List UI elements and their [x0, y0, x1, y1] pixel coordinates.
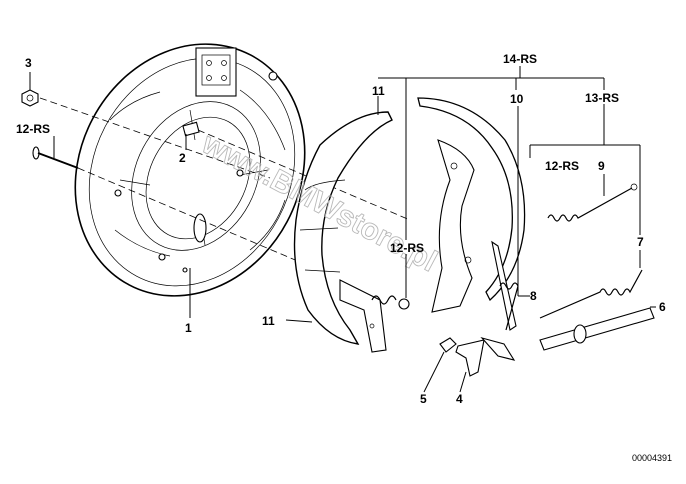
label-12-rs-middle: 12-RS [390, 241, 424, 255]
label-5: 5 [420, 392, 427, 406]
adjuster [539, 307, 655, 351]
reference-number: 00004391 [632, 453, 672, 463]
parking-lever [491, 240, 517, 331]
leader-lines [29, 66, 656, 393]
label-11-upper: 11 [372, 84, 385, 98]
label-9: 9 [598, 159, 605, 173]
retainer-clip [455, 336, 516, 377]
label-2: 2 [179, 151, 186, 165]
label-6: 6 [659, 300, 666, 314]
label-1: 1 [185, 321, 192, 335]
label-12-rs-right: 12-RS [545, 159, 579, 173]
brake-shoe-lining [293, 111, 393, 353]
label-13-rs: 13-RS [585, 91, 619, 105]
spring-9 [547, 183, 638, 222]
label-7: 7 [637, 235, 644, 249]
hold-down-pin [32, 146, 79, 169]
label-12-rs-left: 12-RS [16, 122, 50, 136]
label-8: 8 [530, 289, 537, 303]
brake-shoe-web [417, 97, 526, 313]
spring-middle [371, 282, 519, 331]
label-3: 3 [25, 56, 32, 70]
nut [21, 89, 39, 107]
backing-plate [74, 43, 306, 297]
label-14-rs: 14-RS [503, 52, 537, 66]
label-4: 4 [456, 392, 463, 406]
pin-5 [439, 337, 457, 353]
assembly-lines [39, 97, 411, 263]
spring-7 [539, 269, 643, 319]
label-10: 10 [510, 92, 524, 106]
label-11-lower: 11 [262, 314, 275, 328]
